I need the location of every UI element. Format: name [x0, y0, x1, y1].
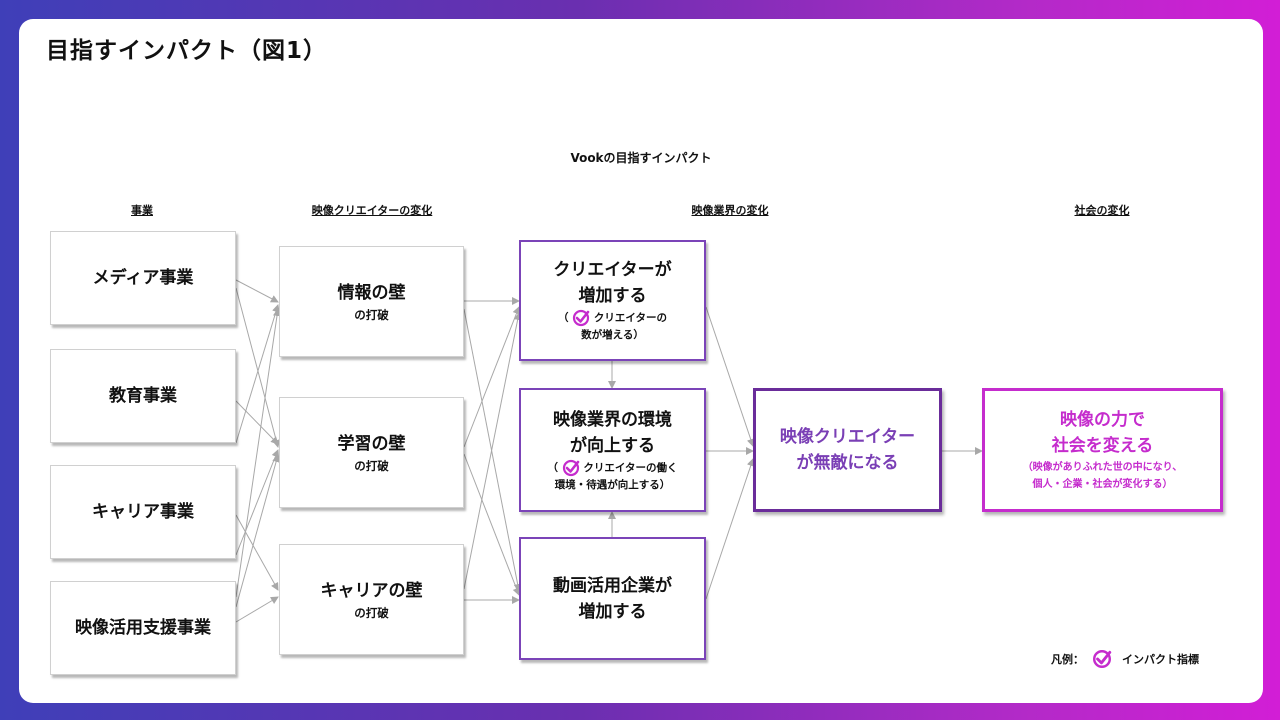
- arrow-media-to-learning: [235, 287, 281, 448]
- creators-invincible-box: 映像クリエイター が無敵になる: [753, 388, 942, 512]
- business-video-support-box: 映像活用支援事業: [50, 581, 236, 675]
- diagram-title: Vookの目指すインパクト: [570, 151, 712, 165]
- legend-item-label: インパクト指標: [1122, 653, 1199, 666]
- society-line1: 映像の力で: [1060, 410, 1145, 430]
- society-change-box: 映像の力で 社会を変える （映像がありふれた世の中になり、 個人・企業・社会が変…: [982, 388, 1223, 512]
- society-line2: 社会を変える: [1051, 436, 1154, 456]
- environment-note-line2: 環境・待遇が向上する）: [554, 478, 671, 491]
- invincible-line1: 映像クリエイター: [779, 427, 916, 447]
- companies-line1: 動画活用企業が: [553, 575, 672, 596]
- wall-career-main: キャリアの壁: [320, 580, 423, 601]
- business-video-support-label: 映像活用支援事業: [75, 618, 211, 638]
- arrow-support-to-career-wall: [235, 596, 279, 623]
- industry-environment-box: 映像業界の環境 が向上する （ クリエイターの働く 環境・待遇が向上する）: [519, 388, 706, 512]
- arrow-learning-to-companies: [463, 453, 521, 596]
- arrow-media-to-info: [235, 279, 279, 303]
- business-education-label: 教育事業: [109, 386, 177, 406]
- business-media-box: メディア事業: [50, 231, 236, 325]
- creators-increase-line2: 増加する: [578, 286, 647, 306]
- arrow-creators-to-invincible: [705, 306, 755, 447]
- arrow-companies-to-invincible: [705, 458, 755, 600]
- legend-label: 凡例：: [1051, 653, 1084, 666]
- arrow-education-to-learning: [235, 400, 279, 445]
- industry-companies-box: 動画活用企業が 増加する: [519, 537, 706, 660]
- society-note-line1: （映像がありふれた世の中になり、: [1022, 462, 1183, 473]
- wall-learning-main: 学習の壁: [337, 433, 406, 454]
- business-career-label: キャリア事業: [92, 502, 194, 522]
- wall-learning-sub: の打破: [354, 458, 389, 473]
- wall-career-box: キャリアの壁 の打破: [279, 544, 464, 655]
- wall-learning-box: 学習の壁 の打破: [279, 397, 464, 508]
- arrow-career-to-career-wall: [235, 514, 279, 591]
- business-education-box: 教育事業: [50, 349, 236, 443]
- creators-increase-line1: クリエイターが: [553, 260, 672, 280]
- column-header-society-change: 社会の変化: [1074, 204, 1130, 217]
- legend-impact-indicator-icon: [1093, 650, 1112, 668]
- environment-line1: 映像業界の環境: [553, 409, 672, 430]
- slide-card: 目指すインパクト（図1） Vookの目指すインパクト 事業 映像クリエイターの変…: [19, 19, 1263, 703]
- companies-line2: 増加する: [578, 601, 647, 622]
- environment-line2: が向上する: [570, 435, 655, 456]
- society-note-line2: 個人・企業・社会が変化する）: [1032, 479, 1173, 490]
- wall-info-sub: の打破: [354, 307, 389, 322]
- column-header-industry-change: 映像業界の変化: [691, 204, 769, 217]
- creators-increase-note-line1: （ クリエイターの: [558, 309, 667, 327]
- connector-arrows: [235, 279, 983, 623]
- column-header-creator-change: 映像クリエイターの変化: [311, 204, 433, 217]
- page-title: 目指すインパクト（図1）: [46, 38, 328, 64]
- creators-increase-note-line2: 数が増える）: [581, 329, 644, 341]
- wall-career-sub: の打破: [354, 605, 389, 620]
- impact-indicator-icon: [573, 309, 590, 327]
- arrow-support-to-learning: [235, 454, 280, 608]
- business-media-label: メディア事業: [92, 268, 194, 288]
- arrow-learning-to-creators: [463, 306, 521, 448]
- environment-note-line1: （ クリエイターの働く: [548, 459, 677, 477]
- wall-info-box: 情報の壁 の打破: [279, 246, 464, 357]
- legend: 凡例： インパクト指標: [1051, 649, 1199, 669]
- business-career-box: キャリア事業: [50, 465, 236, 559]
- impact-indicator-icon: [562, 459, 580, 476]
- arrow-career-wall-to-creators: [463, 312, 522, 590]
- arrow-support-to-info: [235, 308, 281, 598]
- arrow-career-to-learning: [235, 449, 280, 556]
- wall-info-main: 情報の壁: [337, 282, 406, 303]
- arrow-education-to-info: [235, 304, 280, 444]
- column-header-business: 事業: [131, 204, 153, 217]
- industry-creators-increase-box: クリエイターが 増加する （ クリエイターの 数が増える）: [519, 240, 706, 361]
- invincible-line2: が無敵になる: [796, 453, 899, 473]
